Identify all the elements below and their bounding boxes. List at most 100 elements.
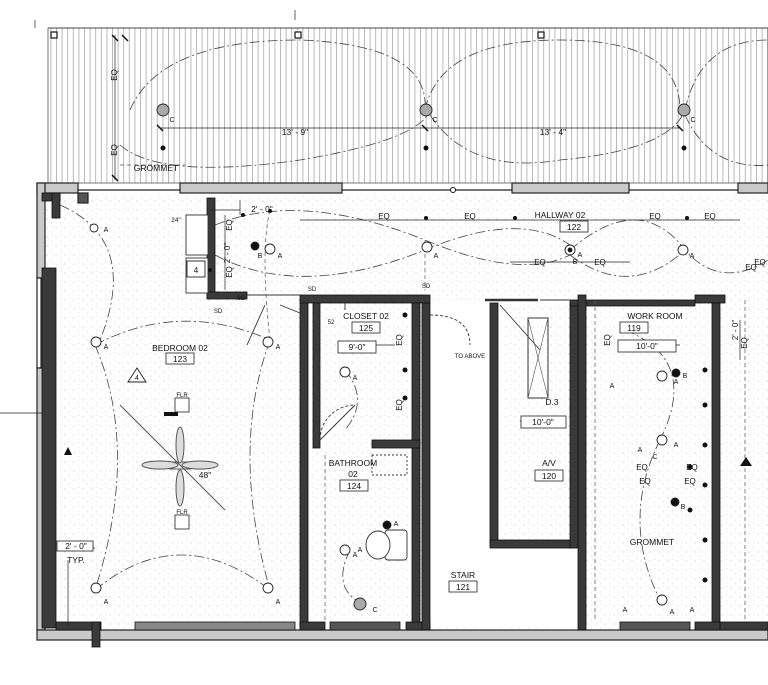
eq-mark: EQ: [464, 212, 476, 221]
fixture-letter: C: [652, 454, 657, 461]
workroom-number: 119: [627, 323, 641, 333]
eq-mark: EQ: [225, 266, 234, 278]
hallway-number: 122: [567, 222, 581, 232]
dim-av: 10'-0": [532, 417, 554, 427]
eq-mark: EQ: [754, 258, 766, 267]
fixture-letter: A: [278, 253, 283, 260]
fixture-letter: A: [610, 383, 615, 390]
eq-mark: EQ: [684, 477, 696, 486]
flr-1: FLR: [176, 393, 188, 399]
grommet-top: GROMMET: [134, 163, 178, 173]
grommet-work: GROMMET: [630, 537, 674, 547]
floor-stipple: [45, 195, 768, 630]
eq-mark: EQ: [225, 219, 234, 231]
room-number-boxes: [56, 220, 677, 593]
key-tag-bedroom: [127, 367, 147, 383]
key-tag-2: 4: [194, 266, 199, 275]
key-tag-box: [186, 260, 206, 278]
fixture-letter: C: [432, 117, 437, 124]
fixture-letter: A: [690, 607, 695, 614]
fixture-letter: A: [434, 253, 439, 260]
eq-mark: EQ: [395, 399, 404, 411]
outlets: [160, 145, 708, 583]
closet-name: CLOSET 02: [343, 311, 389, 321]
fixture-letter: A: [353, 552, 358, 559]
dim-bedroom-side: 2' - 0": [223, 243, 232, 264]
sd-label-3: SD: [422, 284, 431, 290]
fixture-letter: A: [638, 447, 643, 454]
fixture-letter: B: [258, 253, 263, 260]
eq-mark: EQ: [594, 258, 606, 267]
bathroom-name-1: BATHROOM: [329, 458, 377, 468]
roof-markers: [50, 31, 545, 39]
fixture-letter: C: [690, 117, 695, 124]
exterior-walls: [36, 182, 768, 641]
sd-label-1: SD: [214, 309, 223, 315]
workroom-name: WORK ROOM: [627, 311, 682, 321]
dim-right-side: 2' - 0": [731, 320, 740, 341]
thermostat-bar: [164, 412, 178, 416]
key-tag-1: 4: [135, 375, 139, 382]
eq-mark: EQ: [110, 69, 119, 81]
eq-mark: EQ: [378, 212, 390, 221]
eq-mark: EQ: [704, 212, 716, 221]
eq-mark: EQ: [110, 144, 119, 156]
fixture-letter: B: [681, 504, 686, 511]
fixture-letter: A: [578, 252, 583, 259]
hallway-name: HALLWAY 02: [535, 210, 586, 220]
doors: [246, 294, 570, 441]
av-name: A/V: [542, 458, 556, 468]
fixture-letter: C: [372, 607, 377, 614]
eq-mark: EQ: [639, 477, 651, 486]
dim-typ: 2' - 0": [65, 541, 87, 551]
dim-13-9: 13' - 9": [282, 127, 308, 137]
av-number: 120: [542, 471, 556, 481]
eq-mark: EQ: [686, 463, 698, 472]
flr-2: FLR: [176, 510, 188, 516]
bathroom-name-2: 02: [348, 469, 358, 479]
flr-box-1: [174, 397, 190, 413]
sd-label-2: SD: [308, 287, 317, 293]
dim-workroom: 10'-0": [636, 341, 658, 351]
fixture-letter: C: [169, 117, 174, 124]
stair-number: 121: [456, 582, 470, 592]
interior-walls: [41, 192, 768, 648]
closet-number: 125: [359, 323, 373, 333]
triangle-markers: [64, 447, 752, 466]
to-above: TO ABOVE: [455, 354, 485, 360]
d3-label: D.3: [545, 397, 559, 407]
bedroom-number: 123: [173, 354, 187, 364]
fixture-letter: A: [104, 344, 109, 351]
eq-mark: EQ: [534, 258, 546, 267]
roof-deck: [47, 27, 768, 184]
fixture-letter: A: [670, 609, 675, 616]
dim-hall: 2' - 0": [251, 204, 273, 214]
eq-mark: EQ: [603, 334, 612, 346]
eq-mark: EQ: [649, 212, 661, 221]
fixture-letter: A: [394, 521, 399, 528]
bedroom-name: BEDROOM 02: [152, 343, 208, 353]
dim-closet: 9'-0": [349, 342, 366, 352]
dim-fan: 48": [199, 470, 211, 480]
dim-13-4: 13' - 4": [540, 127, 566, 137]
fixture-letter: B: [683, 373, 688, 380]
dim-24: 24": [171, 217, 181, 224]
fixture-letter: A: [358, 547, 363, 554]
eq-mark: EQ: [745, 263, 757, 272]
fixture-letter: A: [276, 344, 281, 351]
fixture-letter: A: [623, 607, 628, 614]
d3-stair-box: [527, 317, 549, 399]
fixture-letter: A: [674, 379, 679, 386]
fixture-letter: A: [674, 442, 679, 449]
fixture-letter: A: [276, 599, 281, 606]
eq-mark: EQ: [740, 337, 749, 349]
stair-name: STAIR: [451, 570, 475, 580]
light-fixtures: [89, 103, 691, 611]
fixture-letter: A: [104, 599, 109, 606]
fixture-letter: B: [573, 259, 578, 266]
flr-box-2: [174, 514, 190, 530]
bathroom-number: 124: [347, 481, 361, 491]
